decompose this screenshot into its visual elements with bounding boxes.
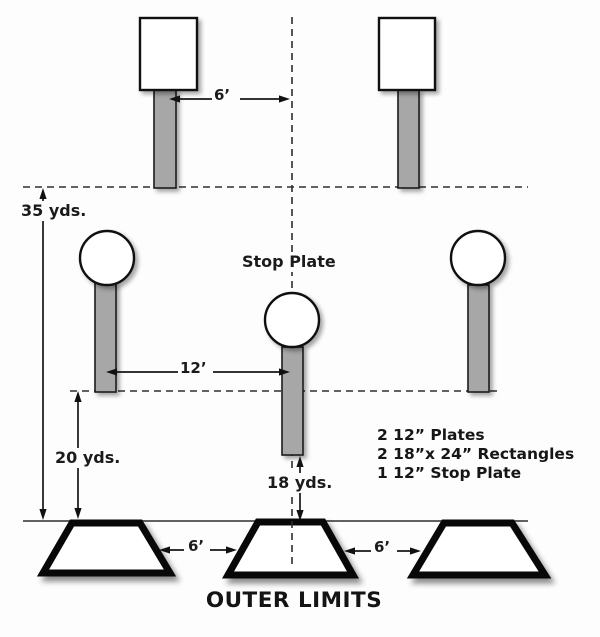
arrow-20yd-down [74,508,82,519]
equipment-item-rectangles: 2 18”x 24” Rectangles [377,445,575,463]
arrow-6top-left-head [169,95,180,103]
dimension-label-12ft: 12’ [180,359,207,377]
round-plate-left [78,229,136,287]
arrow-18yd-down [296,510,304,521]
arrow-6top-right-head [279,95,290,103]
dimension-label-35yds: 35 yds. [18,201,90,221]
post-rect-left [153,89,177,189]
arrow-6b1-right-head [226,546,237,554]
arrow-35yd-down [39,509,47,520]
post-round-left [94,282,117,393]
arrow-35yd-up [39,188,47,199]
arrow-6b2-right-head [410,547,421,555]
stop-plate-label: Stop Plate [239,252,339,272]
dimension-label-6ft-top: 6’ [214,86,231,104]
arrow-20yd-up [74,391,82,402]
arrow-6b2-left-head [344,547,355,555]
arrow-12-right-head [279,368,290,376]
post-round-right [467,284,490,393]
stage-title: OUTER LIMITS [205,588,383,613]
arrow-12-left-head [106,368,117,376]
equipment-list: 2 12” Plates 2 18”x 24” Rectangles 1 12”… [377,426,574,483]
rect-plate-left [138,16,199,92]
post-rect-right [397,89,420,189]
dimension-label-20yds: 20 yds. [52,448,124,468]
arrow-18yd-up [296,456,304,467]
shooting-box-right [406,519,552,579]
targets [78,16,507,456]
dimension-arrows [39,95,421,555]
equipment-item-plates: 2 12” Plates [377,426,485,444]
arrow-6b1-left-head [159,546,170,554]
post-stop-plate [281,346,304,456]
round-plate-right [449,229,507,287]
dimension-label-6ft-boxes-left: 6’ [188,537,205,555]
stop-plate-circle [263,291,321,349]
rect-plate-right [377,16,437,92]
dimension-label-18yds: 18 yds. [264,473,336,493]
dimension-label-6ft-boxes-right: 6’ [374,538,391,556]
shooting-box-center [221,518,360,579]
shooting-box-left [36,519,177,577]
shooting-boxes [36,518,552,579]
equipment-item-stop-plate: 1 12” Stop Plate [377,464,522,482]
